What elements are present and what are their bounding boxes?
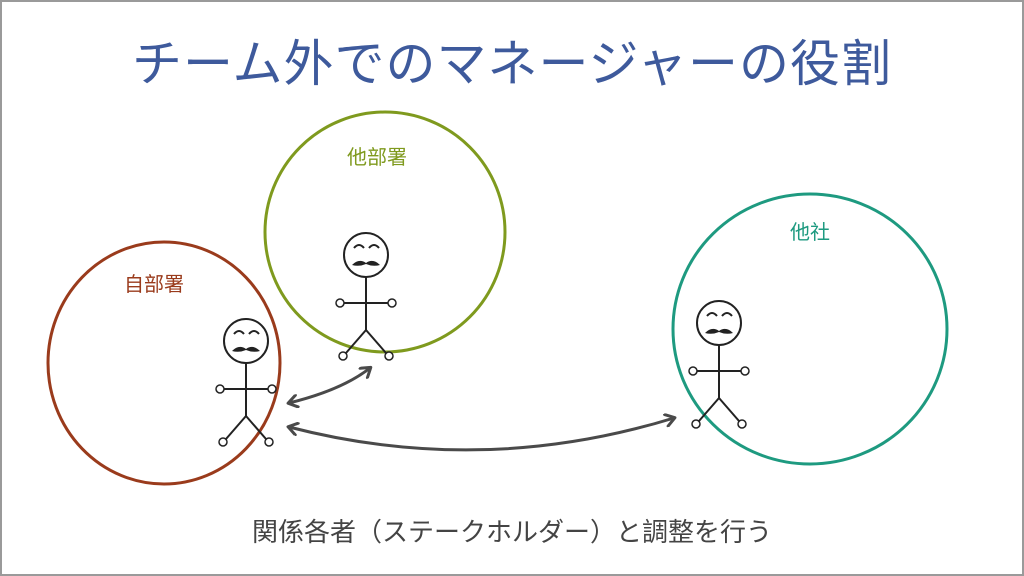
double-arrow-icon [289, 368, 370, 403]
other-company-circle [671, 192, 949, 466]
person-icon [335, 232, 397, 361]
person-icon [215, 318, 277, 447]
other-company-label: 他社 [790, 220, 830, 244]
own-department-label: 自部署 [124, 272, 184, 296]
double-arrow-icon [289, 418, 674, 452]
slide-caption: 関係各者（ステークホルダー）と調整を行う [251, 518, 772, 548]
slide-title: チーム外でのマネージャーの役割 [132, 35, 892, 93]
other-department-label: 他部署 [347, 145, 407, 169]
own-department-circle [46, 240, 282, 486]
